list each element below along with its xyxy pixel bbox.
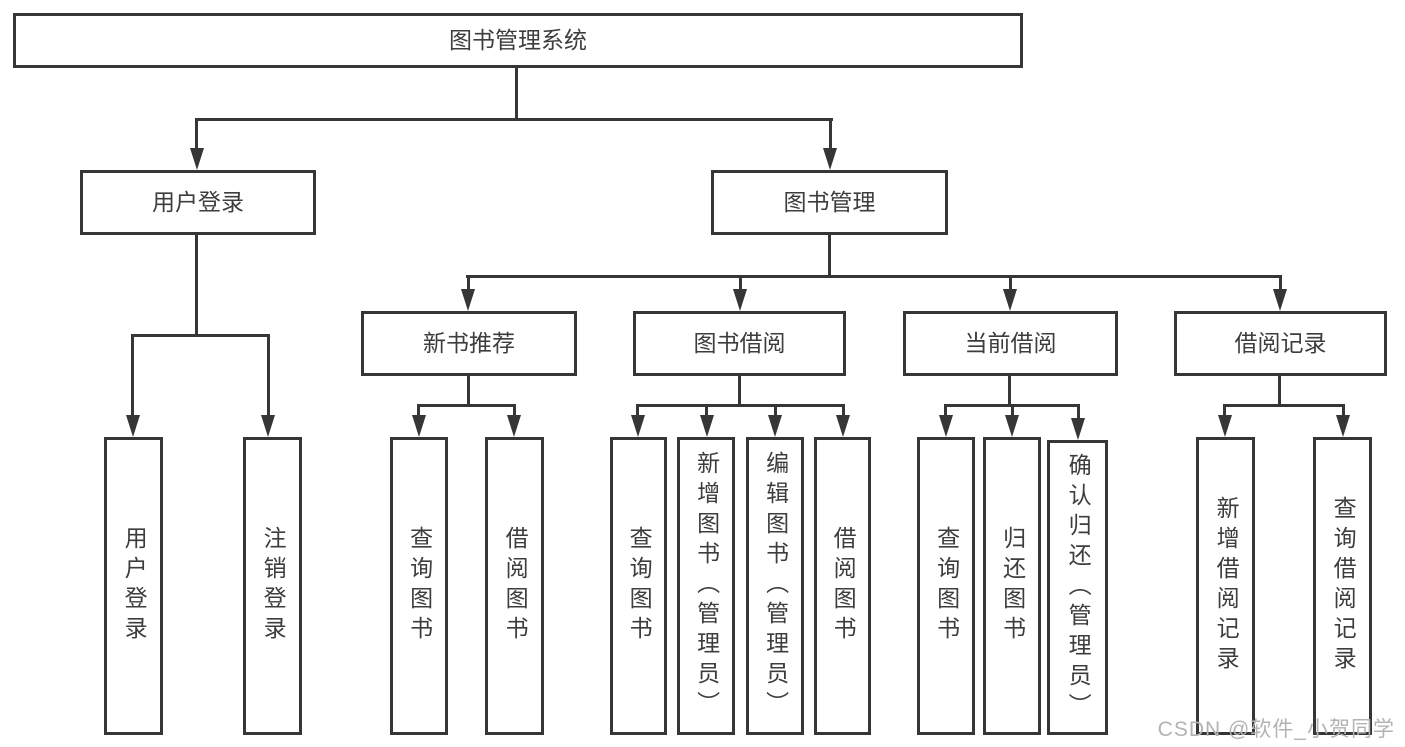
connector-line — [131, 334, 270, 337]
connector-line — [467, 275, 470, 293]
connector-line — [738, 376, 741, 407]
arrow-down-icon — [836, 415, 850, 437]
connector-line — [636, 404, 845, 407]
arrow-down-icon — [461, 289, 475, 311]
connector-line — [739, 275, 742, 293]
node-library-system: 图书管理系统 — [13, 13, 1023, 68]
connector-line — [466, 275, 1282, 278]
arrow-down-icon — [1003, 289, 1017, 311]
connector-line — [1342, 404, 1345, 418]
arrow-down-icon — [190, 148, 204, 170]
connector-line — [467, 376, 470, 407]
arrow-down-icon — [1218, 415, 1232, 437]
connector-line — [828, 235, 831, 278]
connector-line — [636, 404, 639, 418]
leaf-query-borrow-record: 查询借阅记录 — [1313, 437, 1372, 735]
arrow-down-icon — [733, 289, 747, 311]
node-borrow-records: 借阅记录 — [1174, 311, 1387, 376]
leaf-confirm-return-admin: 确认归还（管理员） — [1047, 440, 1108, 735]
arrow-down-icon — [700, 415, 714, 437]
arrow-down-icon — [1273, 289, 1287, 311]
connector-line — [417, 404, 516, 407]
leaf-add-book-admin: 新增图书（管理员） — [677, 437, 735, 735]
connector-line — [829, 118, 832, 151]
connector-line — [1279, 275, 1282, 293]
connector-line — [1223, 404, 1226, 418]
connector-line — [515, 68, 518, 121]
leaf-query-books-current: 查询图书 — [917, 437, 975, 735]
arrow-down-icon — [126, 415, 140, 437]
connector-line — [195, 235, 198, 337]
connector-line — [131, 334, 134, 419]
arrow-down-icon — [768, 415, 782, 437]
arrow-down-icon — [412, 415, 426, 437]
arrow-down-icon — [823, 148, 837, 170]
arrow-down-icon — [939, 415, 953, 437]
arrow-down-icon — [261, 415, 275, 437]
leaf-logout: 注销登录 — [243, 437, 302, 735]
connector-line — [842, 404, 845, 418]
node-book-borrow: 图书借阅 — [633, 311, 846, 376]
leaf-borrow-books-borrow: 借阅图书 — [814, 437, 871, 735]
connector-line — [1011, 404, 1014, 418]
connector-line — [774, 404, 777, 418]
connector-line — [705, 404, 708, 418]
leaf-query-books-recommend: 查询图书 — [390, 437, 448, 735]
node-current-borrow: 当前借阅 — [903, 311, 1118, 376]
node-new-book-recommend: 新书推荐 — [361, 311, 577, 376]
connector-line — [1278, 376, 1281, 407]
watermark: CSDN @软件_小贺同学 — [1157, 718, 1395, 741]
arrow-down-icon — [631, 415, 645, 437]
leaf-query-books-borrow: 查询图书 — [610, 437, 667, 735]
node-book-management: 图书管理 — [711, 170, 948, 235]
connector-line — [944, 404, 947, 418]
arrow-down-icon — [1071, 418, 1085, 440]
leaf-return-books: 归还图书 — [983, 437, 1041, 735]
arrow-down-icon — [1005, 415, 1019, 437]
connector-line — [195, 118, 198, 151]
connector-line — [417, 404, 420, 418]
connector-line — [1008, 376, 1011, 407]
connector-line — [1077, 404, 1080, 420]
leaf-user-login: 用户登录 — [104, 437, 163, 735]
connector-line — [1223, 404, 1345, 407]
connector-line — [1009, 275, 1012, 293]
leaf-edit-book-admin: 编辑图书（管理员） — [746, 437, 804, 735]
arrow-down-icon — [1336, 415, 1350, 437]
connector-line — [513, 404, 516, 418]
leaf-add-borrow-record: 新增借阅记录 — [1196, 437, 1255, 735]
connector-line — [267, 334, 270, 419]
connector-line — [196, 118, 833, 121]
node-user-login: 用户登录 — [80, 170, 316, 235]
arrow-down-icon — [507, 415, 521, 437]
leaf-borrow-books-recommend: 借阅图书 — [485, 437, 544, 735]
